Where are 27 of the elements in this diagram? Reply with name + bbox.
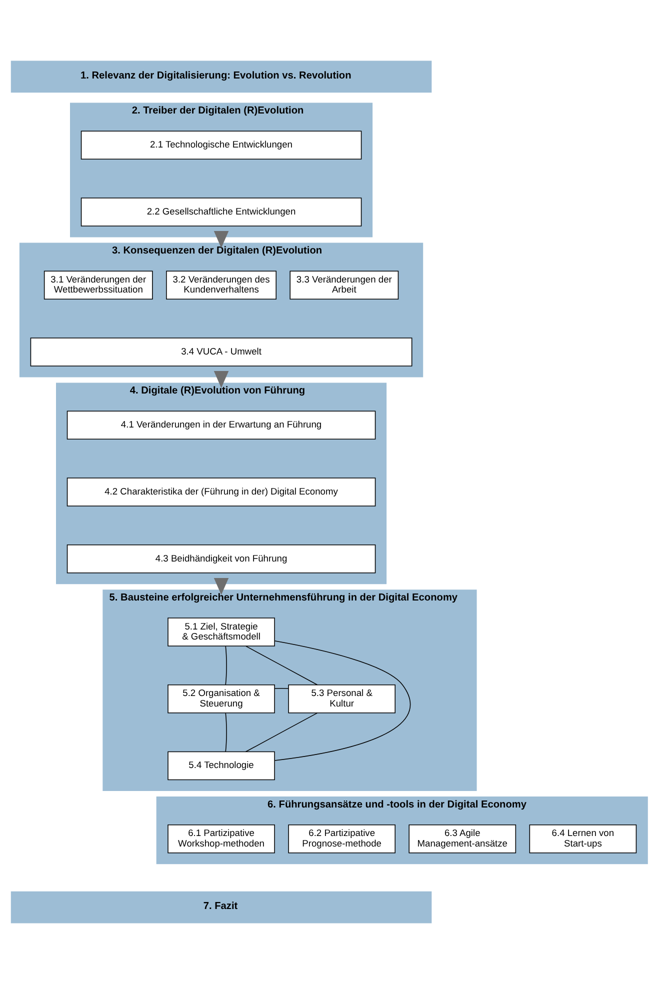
node-box: 2.1 Technologische Entwicklungen xyxy=(80,130,362,159)
connector xyxy=(225,645,227,685)
node-box: 5.2 Organisation & Steuerung xyxy=(168,684,275,713)
arrow xyxy=(214,577,229,594)
node-box: 5.1 Ziel, Strategie & Geschäftsmodell xyxy=(168,617,275,646)
connector xyxy=(246,645,318,685)
node-box: 4.2 Charakteristika der (Führung in der) Digital Economy xyxy=(66,477,376,506)
node-box: 5.4 Technologie xyxy=(168,750,275,780)
node-box: 3.2 Veränderungen des Kundenverhaltens xyxy=(166,270,276,299)
node-box: 7. Fazit xyxy=(10,890,432,923)
node-box: 4.3 Beidhändigkeit von Führung xyxy=(66,544,376,573)
node-box: 5.3 Personal & Kultur xyxy=(288,684,396,713)
arrow xyxy=(214,230,229,248)
node-box: 6.3 Agile Management-ansätze xyxy=(408,824,516,853)
connector xyxy=(274,640,411,760)
connector xyxy=(245,712,318,752)
node-box: 6.4 Lernen von Start-ups xyxy=(529,824,637,853)
node-box: 6.1 Partizipative Workshop-methoden xyxy=(168,824,275,853)
node-box: 1. Relevanz der Digitalisierung: Evolution vs. Revolution xyxy=(10,60,432,92)
node-box: 4.1 Veränderungen in der Erwartung an Führung xyxy=(66,410,376,439)
node-box: 3.3 Veränderungen der Arbeit xyxy=(290,270,399,299)
node-box: 3.4 VUCA - Umwelt xyxy=(30,337,412,366)
connector xyxy=(225,712,227,752)
node-box: 6.2 Partizipative Prognose-methode xyxy=(288,824,396,853)
node-box: 3.1 Veränderungen der Wettbewerbssituation xyxy=(44,270,153,299)
node-box: 2.2 Gesellschaftliche Entwicklungen xyxy=(80,197,362,226)
arrow xyxy=(214,370,229,388)
